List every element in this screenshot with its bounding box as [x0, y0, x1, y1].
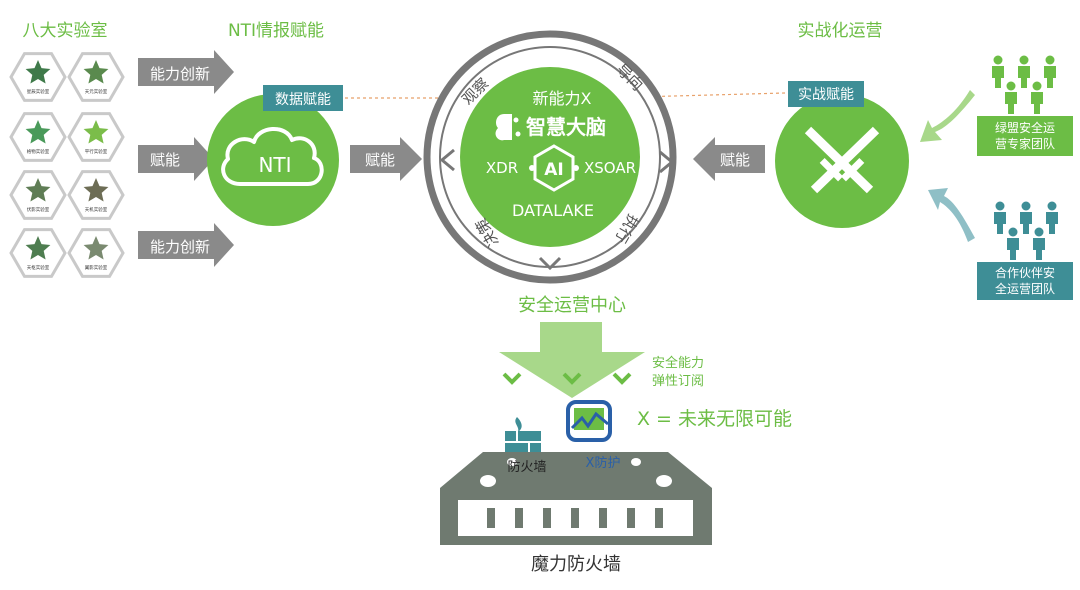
xsoar-label: XSOAR — [584, 159, 636, 177]
person-icon — [1031, 81, 1043, 114]
arrow-innovation-top-label: 能力创新 — [150, 65, 210, 83]
chevron-right-icon — [659, 150, 675, 174]
xdr-label: XDR — [486, 159, 518, 177]
arrow-ops-to-core: 赋能 — [693, 137, 765, 181]
team2-curve-arrow — [928, 188, 975, 242]
arrow-nti-to-core: 赋能 — [350, 137, 422, 181]
labs-title: 八大实验室 — [23, 21, 108, 41]
team1-line2: 营专家团队 — [995, 136, 1055, 151]
arrow-ops-to-core-label: 赋能 — [720, 151, 750, 169]
ops-tag: 实战赋能 — [788, 81, 864, 107]
brain-icon — [495, 114, 521, 141]
person-icon — [992, 55, 1004, 88]
crossed-swords-icon — [804, 126, 880, 194]
new-capability: 新能力X — [533, 89, 592, 108]
team1-line1: 绿盟安全运 — [995, 120, 1055, 135]
lab-badge-caption: 星辰实验室 — [27, 88, 50, 95]
lab-badge-caption: 格物实验室 — [27, 148, 50, 155]
nti-node: NTI — [207, 94, 339, 226]
lab-emblem-icon — [83, 178, 109, 202]
nti-cloud-label: NTI — [258, 153, 291, 177]
lab-badge-caption: 天元实验室 — [85, 88, 108, 95]
lab-badge-caption: 天机实验室 — [85, 206, 108, 213]
chevron-left-icon — [439, 148, 455, 172]
person-icon — [994, 201, 1006, 234]
svg-text:实战赋能: 实战赋能 — [798, 87, 854, 103]
ai-hexagon: AI — [529, 144, 579, 192]
team1-curve-arrow — [920, 90, 975, 142]
person-icon — [1046, 201, 1058, 234]
team1-box: 绿盟安全运 营专家团队 — [977, 116, 1073, 156]
arrow-empower-left-label: 赋能 — [150, 151, 180, 169]
firewall-icon — [505, 417, 541, 453]
device-title: 魔力防火墙 — [531, 554, 621, 575]
arrow-nti-to-core-label: 赋能 — [365, 151, 395, 169]
lab-badge: 星辰实验室 — [9, 52, 67, 102]
lab-emblem-icon — [25, 60, 51, 84]
lab-badge: 天枢实验室 — [9, 228, 67, 278]
lab-emblem-icon — [25, 236, 51, 260]
person-icon — [1018, 55, 1030, 88]
firewall-device — [440, 452, 712, 545]
lab-badge: 平行实验室 — [67, 112, 125, 162]
subscribe-line2: 弹性订阅 — [652, 374, 704, 389]
ops-title: 实战化运营 — [798, 21, 883, 41]
lab-badge-caption: 翼影实验室 — [85, 264, 108, 271]
lab-badge-caption: 伏影实验室 — [27, 206, 50, 213]
lab-badge: 天元实验室 — [67, 52, 125, 102]
soc-down-arrow — [499, 322, 645, 398]
lab-emblem-icon — [25, 120, 51, 144]
lab-badge: 翼影实验室 — [67, 228, 125, 278]
team2-people — [994, 201, 1058, 260]
brain-label: 智慧大脑 — [526, 115, 606, 139]
lab-emblem-icon — [83, 60, 109, 84]
svg-text:数据赋能: 数据赋能 — [275, 92, 331, 108]
arrow-innovation-bottom-label: 能力创新 — [150, 238, 210, 256]
soc-title: 安全运营中心 — [518, 295, 626, 316]
lab-badge: 格物实验室 — [9, 112, 67, 162]
x-formula: X = 未来无限可能 — [637, 408, 792, 430]
small-chevrons — [502, 372, 632, 385]
cloud-icon — [221, 127, 324, 186]
chevron-down-icon — [612, 372, 632, 385]
lab-badge: 伏影实验室 — [9, 170, 67, 220]
firewall-label: 防火墙 — [507, 459, 546, 475]
person-icon — [1005, 81, 1017, 114]
lab-badge: 天机实验室 — [67, 170, 125, 220]
ai-label: AI — [544, 160, 563, 180]
arrow-innovation-top: 能力创新 — [138, 50, 234, 94]
lab-emblem-icon — [25, 178, 51, 202]
chevron-down-icon — [538, 256, 562, 271]
person-icon — [1044, 55, 1056, 88]
dotted-link-right — [597, 92, 786, 103]
team2-box: 合作伙伴安 全运营团队 — [977, 262, 1073, 300]
person-icon — [1007, 227, 1019, 260]
core-ring: 观察 导向 决策 执行 新能力X 智慧大脑 AI XDR XSOAR DATAL… — [423, 30, 677, 284]
team2-line2: 全运营团队 — [995, 281, 1055, 296]
team2-line1: 合作伙伴安 — [995, 265, 1055, 280]
chevron-down-icon — [502, 372, 522, 385]
x-protect-label: X防护 — [586, 455, 621, 471]
subscribe-line1: 安全能力 — [652, 355, 704, 371]
team1-people — [992, 55, 1056, 114]
person-icon — [1033, 227, 1045, 260]
ops-node — [775, 94, 909, 228]
x-protect-icon — [566, 400, 612, 442]
lab-emblem-icon — [83, 120, 109, 144]
person-icon — [1020, 201, 1032, 234]
nti-data-tag: 数据赋能 — [263, 85, 343, 111]
chevron-down-icon — [562, 372, 582, 385]
lab-badge-caption: 平行实验室 — [85, 148, 108, 155]
arrow-empower-left: 赋能 — [138, 137, 214, 181]
arrow-innovation-bottom: 能力创新 — [138, 223, 234, 267]
nti-title: NTI情报赋能 — [228, 21, 324, 41]
device-ports — [487, 508, 663, 528]
datalake-label: DATALAKE — [512, 201, 594, 220]
lab-emblem-icon — [83, 236, 109, 260]
lab-badge-caption: 天枢实验室 — [27, 264, 50, 271]
